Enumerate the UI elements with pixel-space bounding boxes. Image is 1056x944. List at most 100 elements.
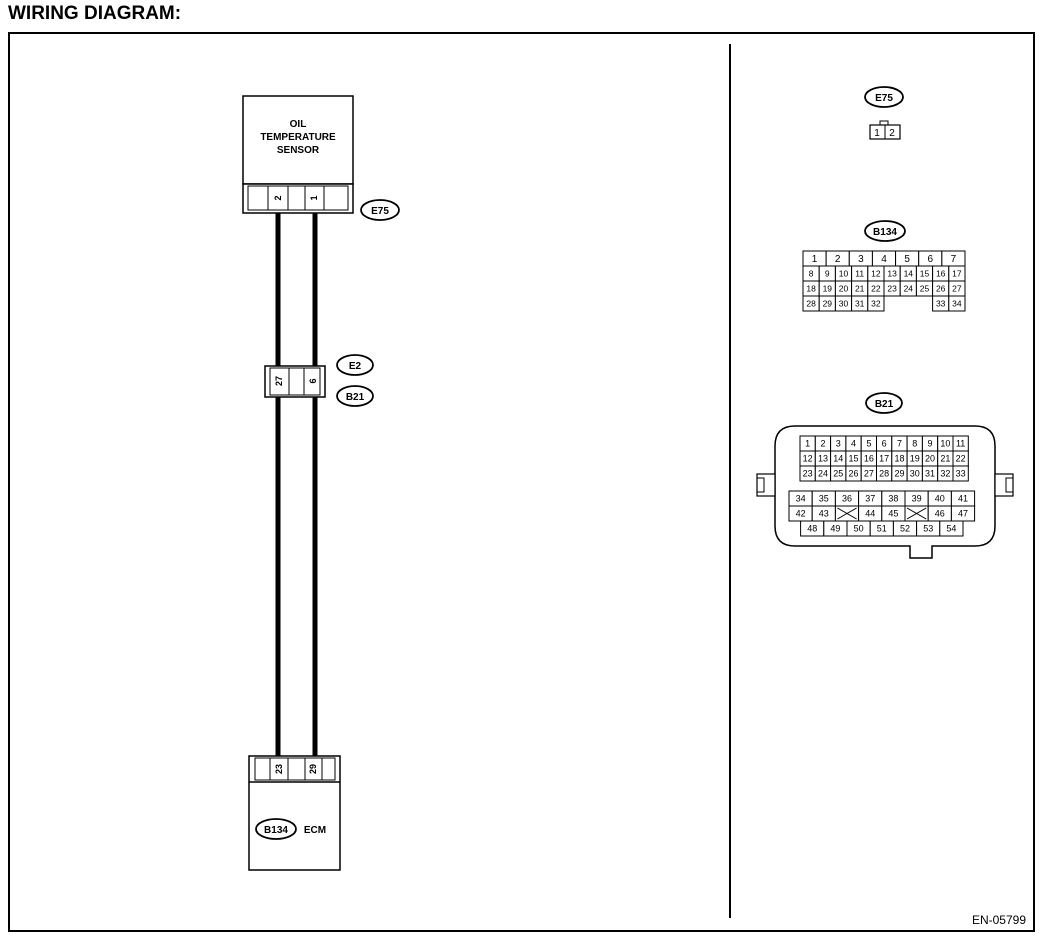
svg-text:20: 20 — [925, 454, 935, 464]
b21-pin-42: 42 — [788, 505, 813, 522]
b21-pin-44: 44 — [858, 505, 883, 522]
b134-pin-5: 5 — [895, 250, 920, 267]
svg-text:38: 38 — [888, 494, 898, 504]
b134-pin-26: 26 — [932, 280, 950, 297]
svg-text:24: 24 — [818, 469, 828, 479]
svg-text:22: 22 — [956, 454, 966, 464]
svg-text:17: 17 — [879, 454, 889, 464]
b134-pin-12: 12 — [867, 265, 885, 282]
svg-text:3: 3 — [858, 254, 864, 265]
b134-pin-13: 13 — [883, 265, 901, 282]
ecm-name: ECM — [304, 825, 326, 836]
b21-pin-5: 5 — [860, 435, 878, 452]
svg-text:15: 15 — [920, 269, 930, 279]
b134-pin-17: 17 — [948, 265, 966, 282]
svg-text:23: 23 — [887, 284, 897, 294]
junction-badge-top: E2 — [336, 354, 374, 376]
svg-text:21: 21 — [940, 454, 950, 464]
b21-pin-6: 6 — [876, 435, 893, 452]
svg-text:26: 26 — [936, 284, 946, 294]
b21-pin-25: 25 — [830, 465, 847, 482]
oil-temperature-sensor: OIL TEMPERATURE SENSOR 2 1 — [242, 95, 354, 214]
svg-text:31: 31 — [925, 469, 935, 479]
b134-pin-23: 23 — [883, 280, 901, 297]
e75-connector-view: E75 1 2 — [864, 86, 904, 140]
b21-pin-4: 4 — [845, 435, 862, 452]
svg-text:23: 23 — [803, 469, 813, 479]
b21-pin-32: 32 — [937, 465, 954, 482]
b134-pin-29: 29 — [818, 295, 836, 312]
junction-bottom-label: B21 — [346, 392, 365, 403]
b21-pin-40: 40 — [927, 490, 952, 507]
svg-text:39: 39 — [912, 494, 922, 504]
svg-text:10: 10 — [839, 269, 849, 279]
b134-pin-19: 19 — [818, 280, 836, 297]
b134-pin-28: 28 — [802, 295, 820, 312]
svg-text:9: 9 — [928, 439, 933, 449]
svg-text:42: 42 — [796, 509, 806, 519]
b21-pin-19: 19 — [906, 450, 923, 467]
b134-pin-14: 14 — [899, 265, 917, 282]
svg-text:18: 18 — [894, 454, 904, 464]
svg-text:16: 16 — [864, 454, 874, 464]
svg-text:8: 8 — [912, 439, 917, 449]
b21-blank-cavity-1 — [834, 505, 860, 522]
b21-pin-10: 10 — [937, 435, 954, 452]
b21-pin-21: 21 — [937, 450, 954, 467]
svg-text:34: 34 — [796, 494, 806, 504]
b134-pin-32: 32 — [867, 295, 885, 312]
junction-connector: 27 6 — [264, 365, 326, 398]
svg-text:41: 41 — [958, 494, 968, 504]
svg-text:3: 3 — [836, 439, 841, 449]
svg-text:51: 51 — [877, 524, 887, 534]
svg-text:25: 25 — [833, 469, 843, 479]
svg-text:47: 47 — [958, 509, 968, 519]
svg-text:32: 32 — [871, 299, 881, 309]
svg-text:44: 44 — [865, 509, 875, 519]
svg-text:21: 21 — [855, 284, 865, 294]
b134-pin-21: 21 — [851, 280, 869, 297]
ecm-unit: 23 29 B134 ECM — [248, 755, 341, 871]
ecm-connector-badge — [255, 818, 297, 840]
b134-pin-6: 6 — [918, 250, 943, 267]
svg-text:28: 28 — [806, 299, 816, 309]
svg-text:6: 6 — [882, 439, 887, 449]
b21-pin-3: 3 — [830, 435, 847, 452]
b21-pin-46: 46 — [927, 505, 952, 522]
b21-pin-45: 45 — [881, 505, 906, 522]
e75-view-label: E75 — [875, 93, 893, 104]
b21-pin-26: 26 — [845, 465, 862, 482]
b134-pin-1: 1 — [802, 250, 827, 267]
figure-code: EN-05799 — [972, 913, 1026, 927]
diagram-frame — [8, 32, 1035, 932]
b134-pin-20: 20 — [834, 280, 853, 297]
b21-view-label: B21 — [875, 399, 894, 410]
svg-text:40: 40 — [935, 494, 945, 504]
svg-text:33: 33 — [936, 299, 946, 309]
svg-text:25: 25 — [920, 284, 930, 294]
sensor-connector-label: E75 — [371, 206, 389, 217]
svg-text:9: 9 — [825, 269, 830, 279]
b134-pin-25: 25 — [915, 280, 934, 297]
svg-text:28: 28 — [879, 469, 889, 479]
b21-pin-9: 9 — [921, 435, 939, 452]
b21-pin-48: 48 — [800, 520, 825, 537]
svg-text:22: 22 — [871, 284, 881, 294]
e75-view-pin-1: 1 — [874, 128, 880, 139]
svg-text:1: 1 — [805, 439, 810, 449]
svg-text:10: 10 — [940, 439, 950, 449]
svg-text:30: 30 — [910, 469, 920, 479]
b21-pin-54: 54 — [939, 520, 964, 537]
svg-text:37: 37 — [865, 494, 875, 504]
b134-pin-16: 16 — [932, 265, 950, 282]
svg-text:12: 12 — [803, 454, 813, 464]
b134-pin-15: 15 — [915, 265, 934, 282]
b21-pin-13: 13 — [814, 450, 832, 467]
b21-pin-37: 37 — [858, 490, 883, 507]
svg-text:31: 31 — [855, 299, 865, 309]
